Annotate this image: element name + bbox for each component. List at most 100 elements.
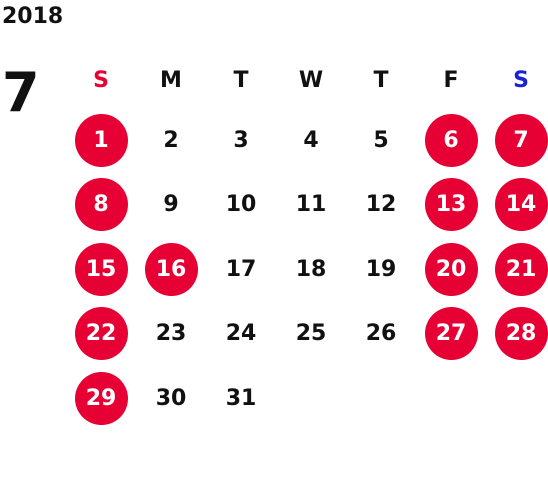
day-marker: 2 xyxy=(145,114,198,167)
day-marker: 17 xyxy=(215,243,268,296)
day-marker: 18 xyxy=(285,243,338,296)
weekday-header-4: T xyxy=(346,52,416,108)
day-cell-6: 6 xyxy=(416,108,486,172)
weekday-header-2: T xyxy=(206,52,276,108)
holiday-marker: 14 xyxy=(494,178,548,231)
day-marker: 11 xyxy=(285,178,338,231)
day-number: 27 xyxy=(435,321,467,346)
day-number: 31 xyxy=(225,385,257,411)
day-number: 9 xyxy=(163,192,179,217)
day-cell-1: 1 xyxy=(66,108,136,172)
holiday-marker: 20 xyxy=(424,242,478,296)
day-cell-7: 7 xyxy=(486,108,548,172)
day-cell-26: 26 xyxy=(346,302,416,366)
day-cell-8: 8 xyxy=(66,173,136,237)
day-number: 30 xyxy=(155,385,187,411)
holiday-marker: 27 xyxy=(424,307,478,360)
day-number: 6 xyxy=(443,127,459,153)
holiday-marker: 8 xyxy=(74,178,128,231)
calendar-month: 7 xyxy=(2,61,40,124)
day-number: 29 xyxy=(85,385,117,411)
day-cell-22: 22 xyxy=(66,302,136,366)
day-cell-30: 30 xyxy=(136,366,206,430)
day-number: 21 xyxy=(505,256,537,282)
day-marker: 5 xyxy=(355,114,408,167)
day-marker: 23 xyxy=(145,307,198,360)
day-cell-21: 21 xyxy=(486,237,548,301)
day-cell-18: 18 xyxy=(276,237,346,301)
weekday-header-6: S xyxy=(486,52,548,108)
day-cell-28: 28 xyxy=(486,302,548,366)
day-marker: 9 xyxy=(145,178,198,231)
weekday-label: F xyxy=(443,67,459,93)
day-marker: 25 xyxy=(285,307,338,360)
day-number: 15 xyxy=(85,256,117,282)
day-cell-29: 29 xyxy=(66,366,136,430)
day-cell-4: 4 xyxy=(276,108,346,172)
day-cell-25: 25 xyxy=(276,302,346,366)
holiday-marker: 16 xyxy=(144,242,198,296)
holiday-marker: 29 xyxy=(74,371,128,425)
day-cell-23: 23 xyxy=(136,302,206,366)
weekday-label: S xyxy=(93,67,109,93)
holiday-marker: 7 xyxy=(494,113,548,167)
day-cell-9: 9 xyxy=(136,173,206,237)
day-number: 18 xyxy=(295,256,327,282)
day-number: 1 xyxy=(93,127,109,153)
day-cell-27: 27 xyxy=(416,302,486,366)
holiday-marker: 1 xyxy=(74,113,128,167)
day-cell-2: 2 xyxy=(136,108,206,172)
day-cell-16: 16 xyxy=(136,237,206,301)
day-number: 3 xyxy=(233,127,249,153)
day-marker: 4 xyxy=(285,114,338,167)
day-marker: 3 xyxy=(215,114,268,167)
weekday-label: T xyxy=(233,67,249,93)
day-cell-31: 31 xyxy=(206,366,276,430)
weekday-header-5: F xyxy=(416,52,486,108)
day-cell-17: 17 xyxy=(206,237,276,301)
weekday-header-3: W xyxy=(276,52,346,108)
day-number: 10 xyxy=(225,192,257,217)
day-marker: 30 xyxy=(145,372,198,425)
day-number: 12 xyxy=(365,192,397,217)
day-cell-3: 3 xyxy=(206,108,276,172)
day-marker: 26 xyxy=(355,307,408,360)
day-number: 14 xyxy=(505,192,537,217)
day-cell-10: 10 xyxy=(206,173,276,237)
day-cell-15: 15 xyxy=(66,237,136,301)
day-number: 8 xyxy=(93,192,109,217)
day-number: 26 xyxy=(365,321,397,346)
day-number: 7 xyxy=(513,127,529,153)
day-number: 2 xyxy=(163,127,179,153)
day-cell-5: 5 xyxy=(346,108,416,172)
day-number: 17 xyxy=(225,256,257,282)
day-cell-20: 20 xyxy=(416,237,486,301)
day-marker: 12 xyxy=(355,178,408,231)
day-number: 4 xyxy=(303,127,319,153)
day-marker: 31 xyxy=(215,372,268,425)
day-number: 28 xyxy=(505,321,537,346)
holiday-marker: 22 xyxy=(74,307,128,360)
holiday-marker: 15 xyxy=(74,242,128,296)
weekday-label: W xyxy=(298,67,324,93)
weekday-header-1: M xyxy=(136,52,206,108)
holiday-marker: 6 xyxy=(424,113,478,167)
day-number: 11 xyxy=(295,192,327,217)
day-cell-13: 13 xyxy=(416,173,486,237)
day-cell-11: 11 xyxy=(276,173,346,237)
day-marker: 24 xyxy=(215,307,268,360)
weekday-header-0: S xyxy=(66,52,136,108)
day-number: 23 xyxy=(155,321,187,346)
day-number: 25 xyxy=(295,321,327,346)
day-cell-24: 24 xyxy=(206,302,276,366)
day-cell-19: 19 xyxy=(346,237,416,301)
day-number: 16 xyxy=(155,256,187,282)
holiday-marker: 13 xyxy=(424,178,478,231)
day-marker: 19 xyxy=(355,243,408,296)
day-number: 13 xyxy=(435,192,467,217)
holiday-marker: 21 xyxy=(494,242,548,296)
day-number: 24 xyxy=(225,321,257,346)
day-cell-14: 14 xyxy=(486,173,548,237)
calendar-year: 2018 xyxy=(2,4,64,29)
weekday-label: S xyxy=(513,67,529,93)
